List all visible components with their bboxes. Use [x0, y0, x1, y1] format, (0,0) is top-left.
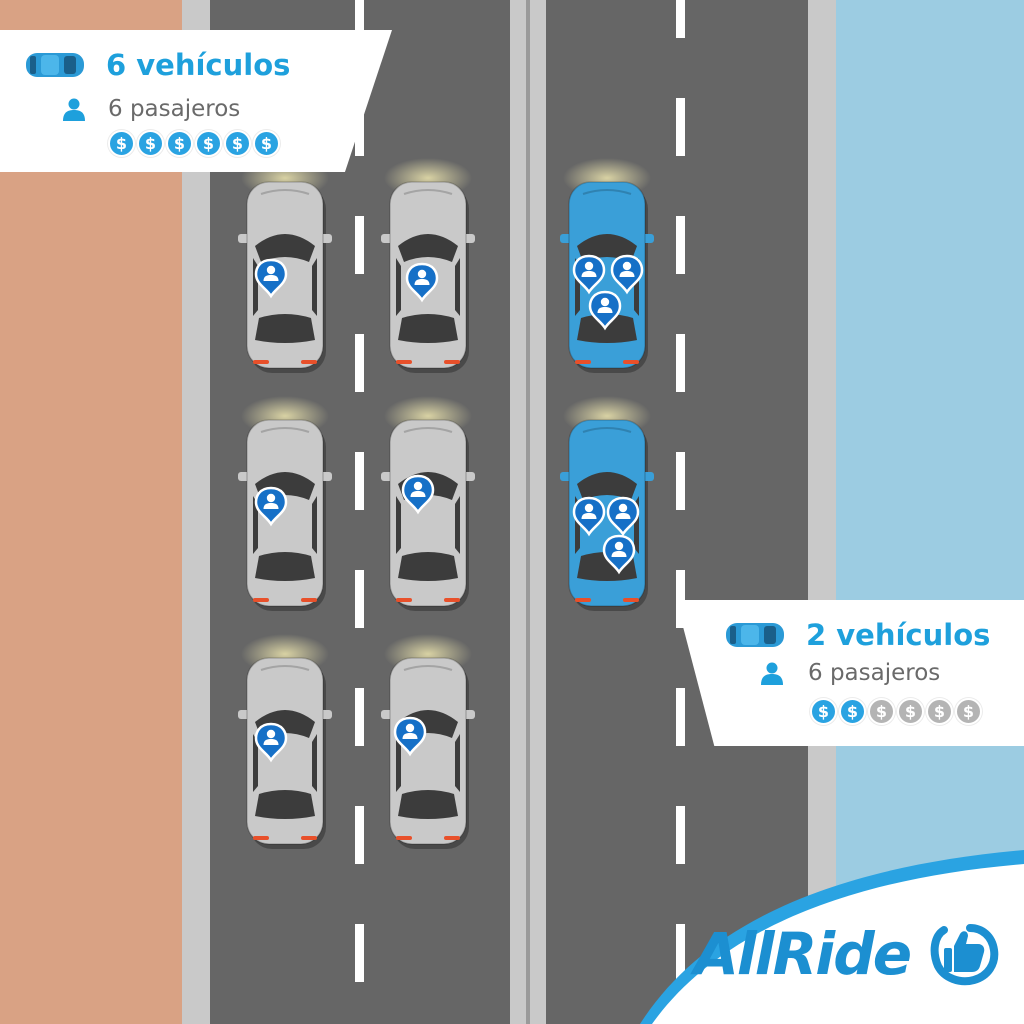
dollar-coin-icon: $ [868, 698, 895, 725]
lane-dash [676, 98, 685, 156]
gray-car [381, 634, 475, 849]
lane-dash [355, 216, 364, 274]
dollar-coin-icon: $ [810, 698, 837, 725]
dollar-coin-icon: $ [955, 698, 982, 725]
dollar-coin-icon: $ [137, 130, 164, 157]
lane-dash [676, 0, 685, 38]
lane-dash [355, 452, 364, 510]
dollar-coin-icon: $ [166, 130, 193, 157]
dollar-coin-icon: $ [195, 130, 222, 157]
gray-car [381, 158, 475, 373]
lane-dash [676, 216, 685, 274]
lane-dash [676, 688, 685, 746]
person-icon [761, 662, 783, 685]
lane-dashes-right [676, 0, 685, 982]
water-right [836, 0, 1024, 1024]
dollar-coin-icon: $ [926, 698, 953, 725]
lane-dash [355, 806, 364, 864]
cars [238, 158, 654, 849]
blue-car [560, 158, 654, 373]
cost-indicator: $$$$$$ [810, 698, 982, 725]
lane-dash [355, 334, 364, 392]
car-icon [26, 53, 84, 77]
summary-card-regular: 6 vehículos 6 pasajeros $$$$$$ [0, 30, 392, 172]
lane-dash [355, 924, 364, 982]
lane-dash [676, 452, 685, 510]
dollar-coin-icon: $ [224, 130, 251, 157]
dollar-coin-icon: $ [253, 130, 280, 157]
lane-dash [355, 570, 364, 628]
car-icon [726, 623, 784, 647]
dollar-coin-icon: $ [839, 698, 866, 725]
gray-car [238, 634, 332, 849]
gray-car [238, 158, 332, 373]
lane-dashes-left [355, 0, 364, 982]
gray-car [238, 396, 332, 611]
cost-indicator: $$$$$$ [108, 130, 280, 157]
lane-dash [676, 806, 685, 864]
lane-dash [355, 0, 364, 38]
median-line [526, 0, 530, 1024]
dollar-coin-icon: $ [108, 130, 135, 157]
road-edge-right [808, 0, 836, 1024]
lane-dash [676, 334, 685, 392]
person-icon [63, 98, 85, 121]
thumbs-up-icon [930, 924, 999, 986]
vehicles-count-label: 2 vehículos [806, 618, 991, 652]
lane-dash [676, 570, 685, 628]
blue-car [560, 396, 654, 611]
passengers-count-label: 6 pasajeros [108, 96, 241, 122]
passengers-count-label: 6 pasajeros [808, 660, 941, 686]
vehicles-count-label: 6 vehículos [106, 48, 291, 82]
summary-card-shared: 2 vehículos 6 pasajeros $$$$$$ [676, 600, 1024, 746]
dollar-coin-icon: $ [897, 698, 924, 725]
lane-dash [676, 924, 685, 982]
gray-car [381, 396, 475, 611]
lane-dash [355, 688, 364, 746]
brand-logo-text: AllRide [694, 920, 912, 988]
